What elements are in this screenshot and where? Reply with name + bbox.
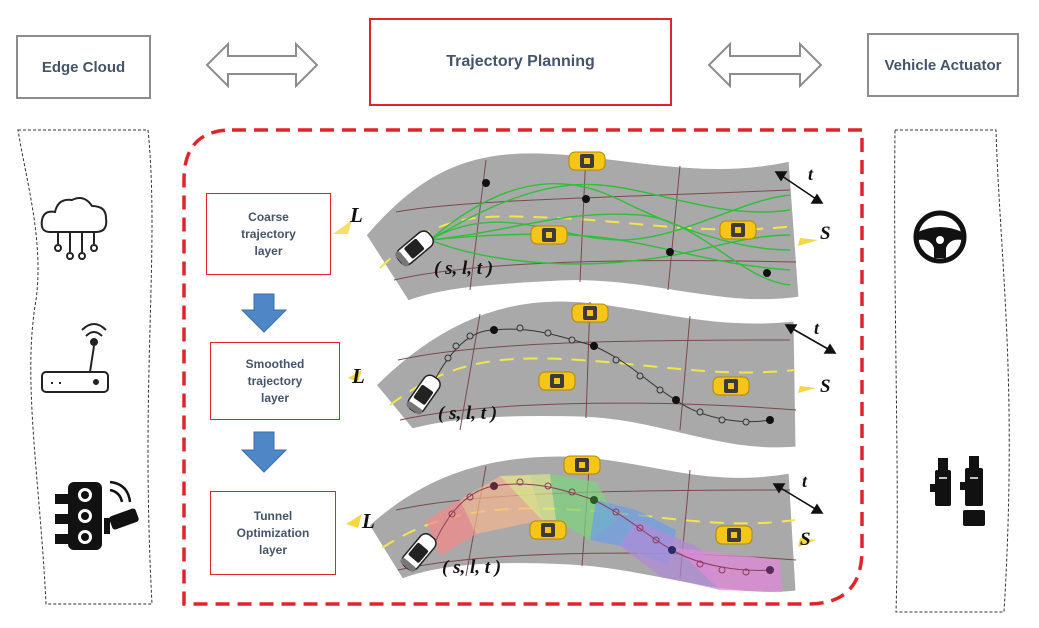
- layer-label-line: layer: [260, 390, 290, 405]
- trajectory-planning-box: Trajectory Planning: [369, 18, 672, 106]
- layer-label-line: Coarse: [248, 209, 289, 224]
- taxi-car: [712, 376, 750, 396]
- coord-label: ( s, l, t ): [438, 403, 497, 424]
- coord-label: ( s, l, t ): [442, 557, 501, 578]
- road-2: [348, 298, 816, 451]
- road-3: [346, 453, 816, 595]
- double-arrow-left: [205, 41, 319, 89]
- planning-frame: [182, 128, 864, 606]
- tunnel-optimization-layer-box: Tunnel Optimization layer: [210, 491, 336, 575]
- actuator-panel: [894, 129, 1010, 613]
- steering-wheel-icon: [913, 210, 967, 264]
- vehicle-actuator-label: Vehicle Actuator: [884, 56, 1002, 74]
- t-axis-label: t: [802, 471, 808, 491]
- layer-label-line: Optimization: [236, 525, 310, 540]
- edge-cloud-box: Edge Cloud: [16, 35, 151, 99]
- l-axis-label: L: [349, 203, 363, 227]
- taxi-car: [538, 371, 576, 391]
- s-axis-label: S: [800, 529, 811, 550]
- router-icon: [41, 323, 109, 393]
- double-arrow-right: [707, 41, 823, 89]
- layer-label-line: trajectory: [241, 226, 296, 241]
- trajectory-planning-label: Trajectory Planning: [446, 53, 595, 70]
- layer-label-line: layer: [254, 243, 283, 258]
- taxi-car: [571, 303, 609, 323]
- layer-label-line: Tunnel: [253, 508, 293, 523]
- layer-label-line: trajectory: [247, 373, 303, 388]
- taxi-car: [715, 525, 753, 545]
- l-axis-label: L: [351, 364, 365, 388]
- s-axis-label: S: [820, 223, 831, 244]
- down-arrow-2: [240, 431, 288, 473]
- coord-label: ( s, l, t ): [434, 258, 493, 279]
- vehicle-actuator-box: Vehicle Actuator: [867, 33, 1019, 97]
- edge-panel: [17, 129, 153, 605]
- smoothed-trajectory-layer-box: Smoothed trajectory layer: [210, 342, 340, 420]
- cloud-network-icon: [40, 197, 108, 260]
- layer-label-line: Smoothed: [245, 356, 305, 371]
- taxi-car: [530, 225, 568, 245]
- t-axis-label: t: [814, 318, 820, 338]
- edge-cloud-label: Edge Cloud: [41, 58, 126, 76]
- traffic-light-camera-icon: [55, 480, 139, 550]
- road-1: [333, 150, 818, 304]
- layer-label-line: layer: [258, 542, 288, 557]
- taxi-car: [568, 151, 606, 171]
- pedals-icon: [930, 456, 985, 526]
- t-axis-arrows: [772, 171, 837, 514]
- coarse-trajectory-layer-box: Coarse trajectory layer: [206, 193, 331, 275]
- taxi-car: [719, 220, 757, 240]
- t-axis-label: t: [808, 164, 814, 184]
- down-arrow-1: [240, 293, 288, 333]
- s-axis-label: S: [820, 376, 831, 397]
- taxi-car: [563, 455, 601, 475]
- l-axis-label: L: [361, 509, 375, 533]
- taxi-car: [529, 520, 567, 540]
